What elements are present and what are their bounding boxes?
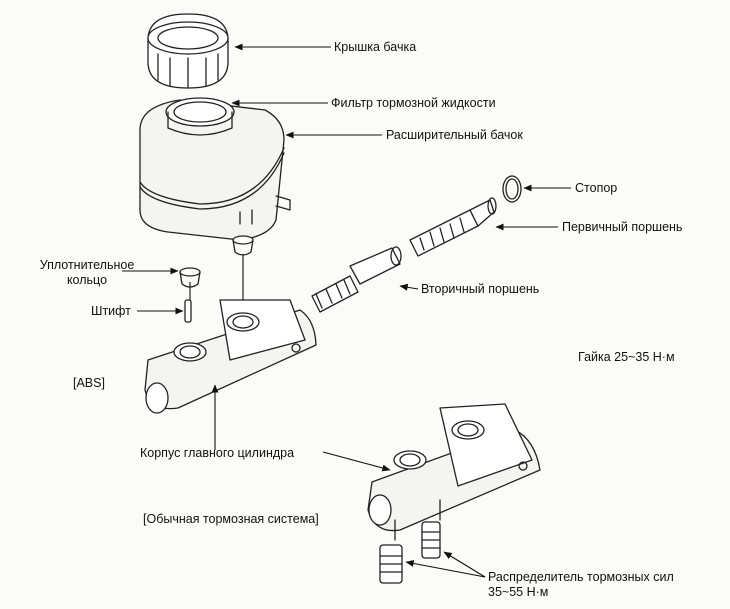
label-reservoir: Расширительный бачок: [386, 128, 523, 142]
label-primary-piston: Первичный поршень: [562, 220, 683, 234]
label-nut: Гайка 25~35 Н·м: [578, 350, 675, 364]
label-pin: Штифт: [91, 304, 131, 318]
stopper-drawing: [502, 175, 522, 203]
label-abs: [ABS]: [73, 376, 105, 390]
abs-master-cylinder-drawing: [144, 299, 317, 414]
pin-drawing: [184, 299, 192, 323]
label-seal-ring-line1: Уплотнительное: [39, 258, 135, 272]
label-conventional-brake: [Обычная тормозная система]: [143, 512, 319, 526]
label-master-cylinder-body: Корпус главного цилиндра: [140, 446, 295, 460]
label-secondary-piston: Вторичный поршень: [421, 282, 540, 296]
label-proportioning-valve: Распределитель тормозных сил 35~55 Н·м: [488, 570, 674, 600]
proportioning-valves-drawing: [379, 521, 441, 584]
label-proportioning-valve-line1: Распределитель тормозных сил: [488, 570, 674, 584]
label-proportioning-valve-line2: 35~55 Н·м: [488, 585, 549, 599]
primary-piston-drawing: [409, 197, 497, 257]
label-stopper: Стопор: [575, 181, 618, 195]
reservoir-drawing: [139, 97, 291, 241]
label-fluid-filter: Фильтр тормозной жидкости: [331, 96, 496, 110]
conventional-master-cylinder-drawing: [367, 403, 541, 541]
label-seal-ring: Уплотнительное кольцо: [27, 258, 147, 288]
leader-lines: [122, 43, 571, 578]
secondary-piston-drawing: [311, 246, 402, 313]
seal-rings-drawing: [179, 235, 254, 288]
label-reservoir-cap: Крышка бачка: [334, 40, 417, 54]
label-seal-ring-line2: кольцо: [66, 273, 108, 287]
reservoir-cap-drawing: [147, 13, 229, 89]
